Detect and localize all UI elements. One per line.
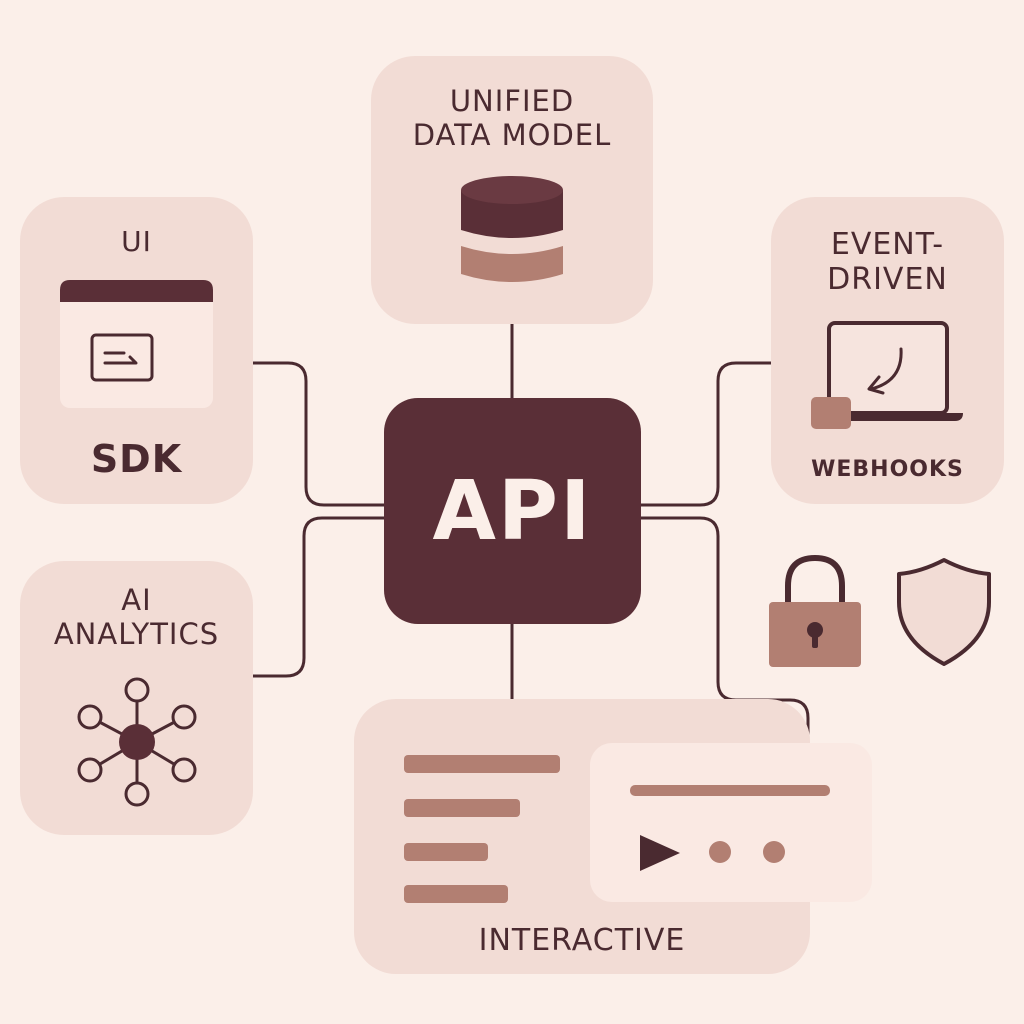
webhooks-label: WEBHOOKS: [811, 457, 964, 482]
api-block: API: [384, 398, 641, 624]
shield-icon: [897, 558, 991, 666]
event-driven-label: EVENT- DRIVEN: [827, 227, 948, 298]
ai-analytics-label: AI ANALYTICS: [53, 583, 220, 652]
media-player-panel: [590, 743, 872, 902]
connector-interactive-right: [641, 516, 810, 742]
padlock-icon: [769, 554, 861, 667]
card-unified-data-model: UNIFIED DATA MODEL: [371, 56, 653, 324]
network-nodes-icon: [77, 677, 197, 807]
connector-ai: [253, 516, 384, 678]
card-event-driven: EVENT- DRIVEN WEBHOOKS: [771, 197, 1004, 504]
laptop-arrow-icon: [811, 321, 963, 429]
api-label: API: [432, 463, 593, 559]
database-icon: [461, 176, 563, 282]
unified-data-model-label: UNIFIED DATA MODEL: [412, 84, 612, 153]
connector-event: [641, 361, 771, 507]
interactive-label: INTERACTIVE: [478, 923, 686, 958]
ui-label: UI: [121, 225, 152, 258]
browser-window-icon: [60, 280, 213, 408]
card-ai-analytics: AI ANALYTICS: [20, 561, 253, 835]
text-lines-icon: [404, 755, 560, 903]
connector-ui: [253, 361, 384, 507]
sdk-label: SDK: [90, 437, 183, 481]
card-ui-sdk: UI SDK: [20, 197, 253, 504]
card-interactive: INTERACTIVE: [354, 699, 872, 974]
media-player-icon: [630, 785, 830, 871]
